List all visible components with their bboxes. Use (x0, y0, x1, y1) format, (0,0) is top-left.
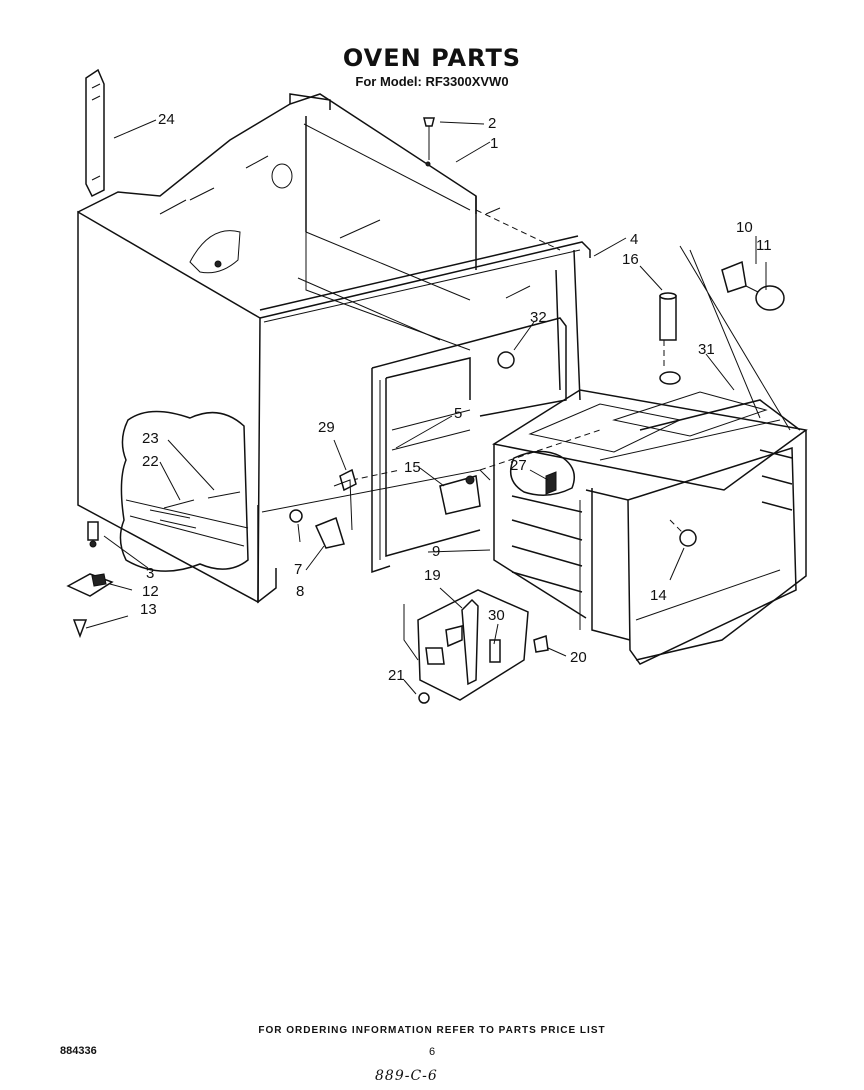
part-13-leveling-leg (72, 619, 88, 639)
ordering-info-note: FOR ORDERING INFORMATION REFER TO PARTS … (258, 1025, 606, 1036)
callout-3: 3 (146, 565, 154, 582)
callout-23: 23 (142, 430, 159, 447)
part-16-vent-tube (659, 292, 681, 385)
part-2-screw (423, 117, 435, 167)
callout-20: 20 (570, 649, 587, 666)
part-3-screw (87, 521, 99, 548)
callout-32: 32 (530, 309, 547, 326)
part-10-11-light-assembly (679, 245, 791, 431)
callout-5: 5 (454, 405, 462, 422)
callout-15: 15 (404, 459, 421, 476)
callout-13: 13 (140, 601, 157, 618)
callout-22: 22 (142, 453, 159, 470)
callout-7: 7 (294, 561, 302, 578)
part-24-trim-strip (85, 68, 105, 198)
callout-1: 1 (490, 135, 498, 152)
callout-14: 14 (650, 587, 667, 604)
page-title: OVEN PARTS (342, 44, 522, 72)
callout-27: 27 (510, 457, 527, 474)
callout-8: 8 (296, 583, 304, 600)
part-19-thermostat-assembly (403, 589, 549, 704)
callout-30: 30 (488, 607, 505, 624)
part-22-23-springs (163, 491, 241, 509)
page-number: 6 (428, 1046, 436, 1058)
leader-lines (85, 119, 767, 695)
cabinet-body (77, 93, 591, 604)
callout-4: 4 (630, 231, 638, 248)
callout-29: 29 (318, 419, 335, 436)
part-32-plug (497, 351, 515, 369)
callout-2: 2 (488, 115, 496, 132)
handwritten-note: 889-C-6 (375, 1068, 438, 1084)
model-subtitle: For Model: RF3300XVW0 (355, 74, 509, 89)
part-29-spring (339, 468, 357, 492)
part-12-leg-bracket (66, 573, 114, 597)
callout-11: 11 (756, 237, 772, 254)
part-14-knob (679, 529, 697, 547)
part-7-8-bracket (289, 479, 353, 549)
part-15-bracket (439, 475, 481, 515)
oven-cavity (492, 389, 808, 665)
callout-10: 10 (736, 219, 753, 236)
callout-9: 9 (432, 543, 440, 560)
document-number: 884336 (60, 1045, 97, 1057)
callout-19: 19 (424, 567, 441, 584)
callout-12: 12 (142, 583, 159, 600)
callout-21: 21 (388, 667, 405, 684)
callout-31: 31 (698, 341, 715, 358)
callout-16: 16 (622, 251, 639, 268)
callout-24: 24 (158, 111, 175, 128)
part-5-oven-frame (371, 317, 567, 574)
